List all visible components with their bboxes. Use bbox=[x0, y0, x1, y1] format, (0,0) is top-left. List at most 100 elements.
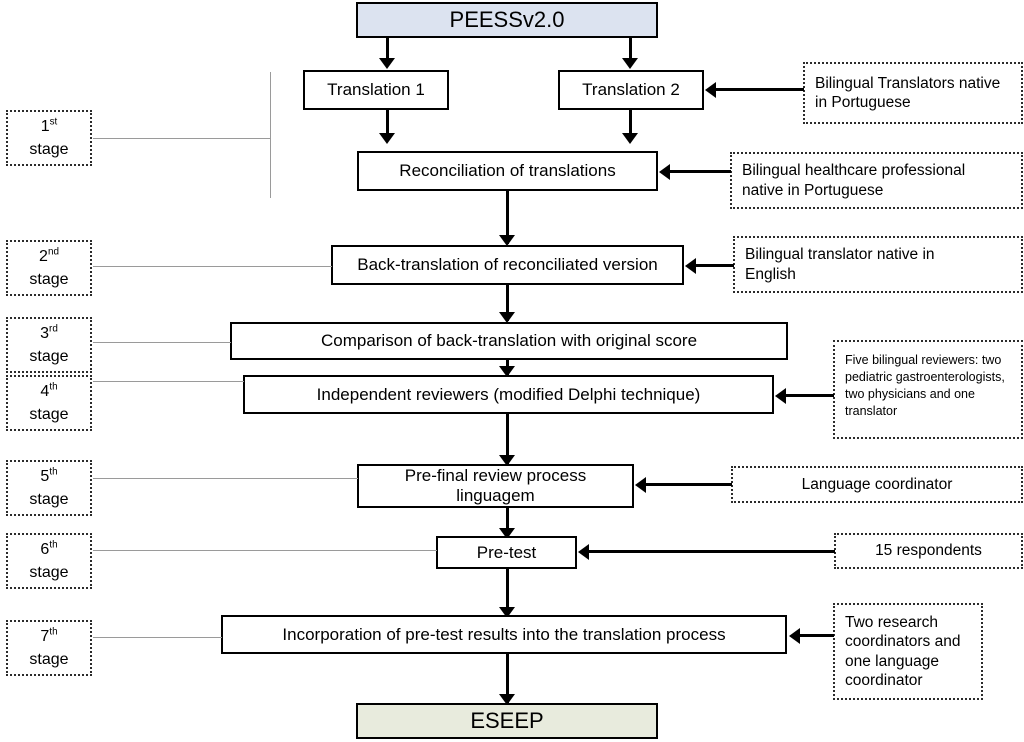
note-bilingual-translators: Bilingual Translators native in Portugue… bbox=[803, 62, 1023, 124]
node-back-translation: Back-translation of reconciliated versio… bbox=[331, 245, 684, 285]
note-healthcare-professional: Bilingual healthcare professional native… bbox=[730, 152, 1023, 209]
node-comparison: Comparison of back-translation with orig… bbox=[230, 322, 788, 360]
connector-translation1-to-reconciliation bbox=[386, 110, 389, 140]
note-english-translator-line1: Bilingual translator native in bbox=[745, 246, 935, 264]
stage-label-3-word: stage bbox=[29, 348, 69, 365]
arrowhead-independent-reviewers-side bbox=[775, 388, 786, 404]
connector-backtranslation-to-comparison bbox=[506, 285, 509, 321]
connector-reconciliation-to-backtranslation bbox=[506, 191, 509, 244]
node-translation-2-label: Translation 2 bbox=[582, 80, 680, 100]
arrowhead-prefinal bbox=[499, 455, 515, 466]
connector-note-translators bbox=[716, 88, 804, 91]
connector-note-research-coordinators bbox=[800, 634, 834, 637]
connector-peess-to-translation2 bbox=[629, 38, 632, 64]
stage-bracket-1 bbox=[270, 72, 271, 198]
arrowhead-incorporation bbox=[499, 607, 515, 618]
stage-label-1: 1st stage bbox=[6, 110, 92, 166]
node-back-translation-label: Back-translation of reconciliated versio… bbox=[357, 255, 658, 275]
stage-label-7-word: stage bbox=[29, 651, 69, 668]
note-five-reviewers-text: Five bilingual reviewers: two pediatric … bbox=[845, 353, 1005, 418]
node-reconciliation-label: Reconciliation of translations bbox=[399, 161, 616, 181]
node-eseep: ESEEP bbox=[356, 703, 658, 739]
stage-label-2-ordinal: 2nd bbox=[39, 246, 59, 265]
stage-connector-7 bbox=[93, 637, 222, 638]
arrowhead-prefinal-side bbox=[635, 477, 646, 493]
stage-connector-1 bbox=[93, 138, 271, 139]
note-english-translator-line2: English bbox=[745, 265, 796, 283]
note-healthcare-professional-line1: Bilingual healthcare professional bbox=[742, 162, 966, 180]
stage-label-5-ordinal: 5th bbox=[40, 466, 58, 485]
connector-note-healthcare bbox=[670, 170, 731, 173]
note-language-coordinator-text: Language coordinator bbox=[801, 475, 953, 493]
stage-label-7: 7th stage bbox=[6, 620, 92, 676]
connector-incorporation-to-eseep bbox=[506, 654, 509, 703]
connector-pretest-to-incorporation bbox=[506, 569, 509, 616]
arrowhead-translation1 bbox=[379, 58, 395, 69]
stage-label-4-ordinal: 4th bbox=[40, 381, 58, 400]
node-incorporation-label: Incorporation of pre-test results into t… bbox=[282, 624, 726, 644]
stage-connector-4 bbox=[93, 381, 244, 382]
note-bilingual-translators-line1: Bilingual Translators native bbox=[815, 74, 1001, 92]
stage-label-3: 3rd stage bbox=[6, 317, 92, 373]
arrowhead-backtranslation-side bbox=[685, 258, 696, 274]
note-respondents: 15 respondents bbox=[834, 533, 1023, 569]
arrowhead-backtranslation bbox=[499, 235, 515, 246]
connector-peess-to-translation1 bbox=[386, 38, 389, 64]
node-reconciliation: Reconciliation of translations bbox=[357, 151, 658, 191]
node-translation-1-label: Translation 1 bbox=[327, 80, 425, 100]
node-translation-1: Translation 1 bbox=[303, 70, 449, 110]
note-research-coordinators: Two research coordinators and one langua… bbox=[833, 603, 983, 700]
arrowhead-translation2-left bbox=[705, 82, 716, 98]
node-pretest: Pre-test bbox=[436, 536, 577, 569]
stage-label-3-ordinal: 3rd bbox=[40, 323, 58, 342]
stage-label-4-word: stage bbox=[29, 406, 69, 423]
node-incorporation: Incorporation of pre-test results into t… bbox=[221, 615, 787, 654]
note-bilingual-translators-line2: in Portuguese bbox=[815, 94, 911, 111]
connector-reviewers-to-prefinal bbox=[506, 414, 509, 464]
stage-label-6-ordinal: 6th bbox=[40, 539, 58, 558]
stage-label-5: 5th stage bbox=[6, 460, 92, 516]
connector-note-respondents bbox=[589, 550, 835, 553]
note-healthcare-professional-line2: native in Portuguese bbox=[742, 181, 884, 199]
connector-prefinal-to-pretest bbox=[506, 508, 509, 537]
note-english-translator: Bilingual translator native in English bbox=[733, 236, 1023, 293]
arrowhead-reconciliation-left bbox=[379, 133, 395, 144]
node-comparison-label: Comparison of back-translation with orig… bbox=[320, 331, 698, 351]
stage-label-6: 6th stage bbox=[6, 533, 92, 589]
arrowhead-eseep bbox=[499, 694, 515, 705]
node-peessv2-label: PEESSv2.0 bbox=[449, 7, 565, 33]
node-pretest-label: Pre-test bbox=[476, 542, 537, 562]
arrowhead-reconciliation-side bbox=[659, 164, 670, 180]
note-research-coordinators-text: Two research coordinators and one langua… bbox=[845, 613, 961, 689]
connector-note-english bbox=[696, 264, 734, 267]
stage-label-1-word: stage bbox=[29, 141, 69, 158]
stage-label-7-ordinal: 7th bbox=[40, 626, 58, 645]
connector-note-reviewers bbox=[786, 394, 834, 397]
node-eseep-label: ESEEP bbox=[470, 708, 544, 734]
node-prefinal-review-line2: linguagem bbox=[456, 486, 535, 505]
stage-connector-6 bbox=[93, 550, 437, 551]
stage-label-2: 2nd stage bbox=[6, 240, 92, 296]
note-respondents-text: 15 respondents bbox=[875, 542, 982, 560]
note-five-reviewers: Five bilingual reviewers: two pediatric … bbox=[833, 340, 1023, 439]
node-translation-2: Translation 2 bbox=[558, 70, 704, 110]
stage-connector-5 bbox=[93, 478, 358, 479]
stage-label-2-word: stage bbox=[29, 271, 69, 288]
node-prefinal-review: Pre-final review process linguagem bbox=[357, 464, 634, 508]
note-language-coordinator: Language coordinator bbox=[731, 466, 1023, 503]
stage-label-1-ordinal: 1st bbox=[40, 116, 58, 135]
arrowhead-reviewers bbox=[499, 366, 515, 377]
stage-label-4: 4th stage bbox=[6, 375, 92, 431]
arrowhead-pretest bbox=[499, 528, 515, 539]
node-independent-reviewers-label: Independent reviewers (modified Delphi t… bbox=[316, 384, 701, 404]
node-peessv2: PEESSv2.0 bbox=[356, 2, 658, 38]
connector-translation2-to-reconciliation bbox=[629, 110, 632, 140]
arrowhead-translation2 bbox=[622, 58, 638, 69]
arrowhead-incorporation-side bbox=[789, 628, 800, 644]
connector-note-language-coordinator bbox=[646, 483, 732, 486]
stage-connector-2 bbox=[93, 266, 332, 267]
stage-connector-3 bbox=[93, 342, 231, 343]
arrowhead-comparison bbox=[499, 312, 515, 323]
node-prefinal-review-line1: Pre-final review process bbox=[404, 466, 587, 486]
